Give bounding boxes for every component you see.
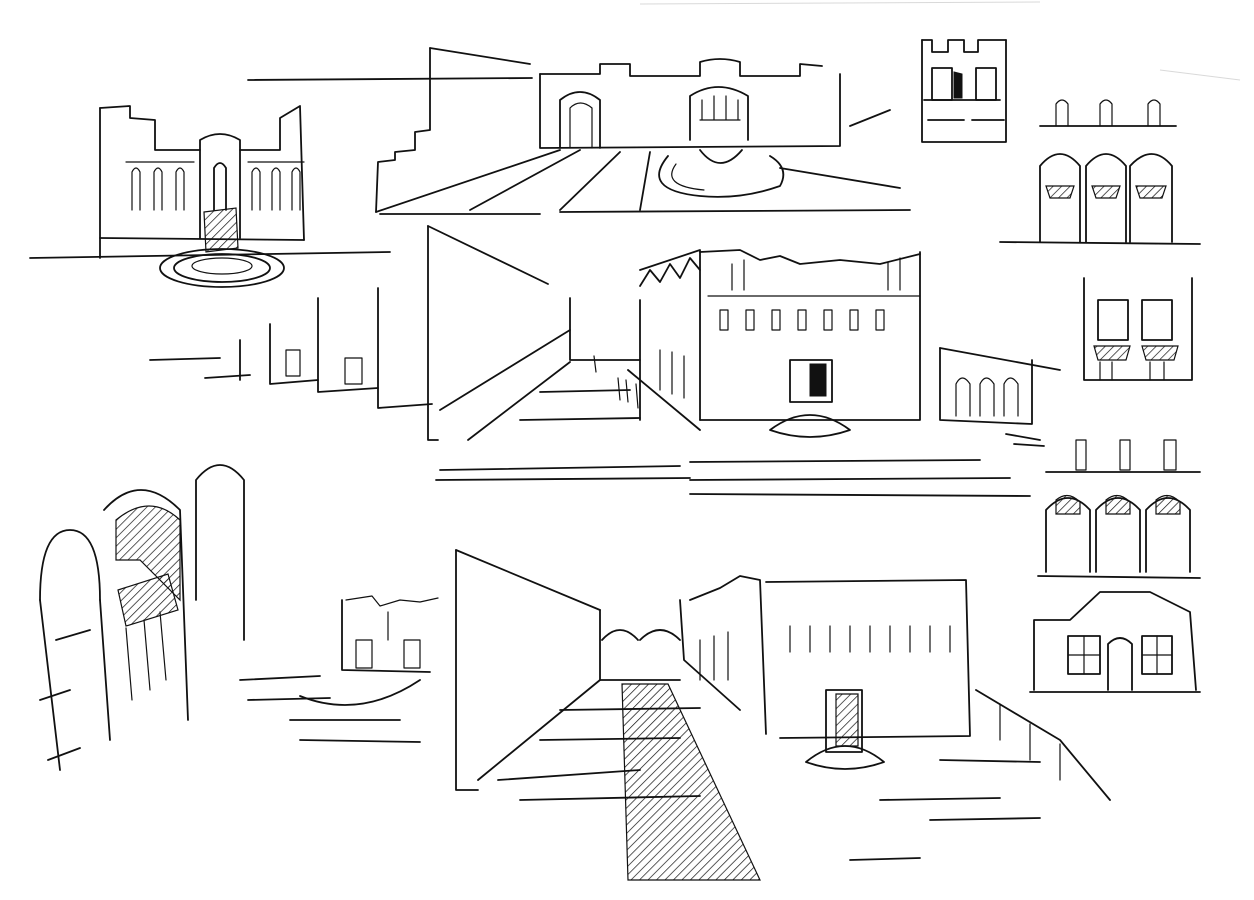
sketch-towers xyxy=(921,39,1007,143)
sketch-shopfront xyxy=(1029,591,1201,693)
figures xyxy=(593,355,639,409)
arched-windows-right xyxy=(247,161,305,211)
sketch-arched-facade-3 xyxy=(1037,439,1201,579)
paper-texture xyxy=(639,1,1241,81)
sketch-plaza-amphitheater xyxy=(247,47,911,215)
sketch-arched-facade-2 xyxy=(1083,277,1193,381)
sketch-bottom-street xyxy=(239,549,1111,881)
sketch-fountain-courtyard xyxy=(29,105,391,288)
arched-windows-left xyxy=(125,161,195,211)
fountain xyxy=(159,162,285,288)
sketch-arched-facade-1 xyxy=(999,99,1201,245)
sketch-archway-awning xyxy=(39,464,245,771)
sketch-central-street xyxy=(149,225,1061,497)
